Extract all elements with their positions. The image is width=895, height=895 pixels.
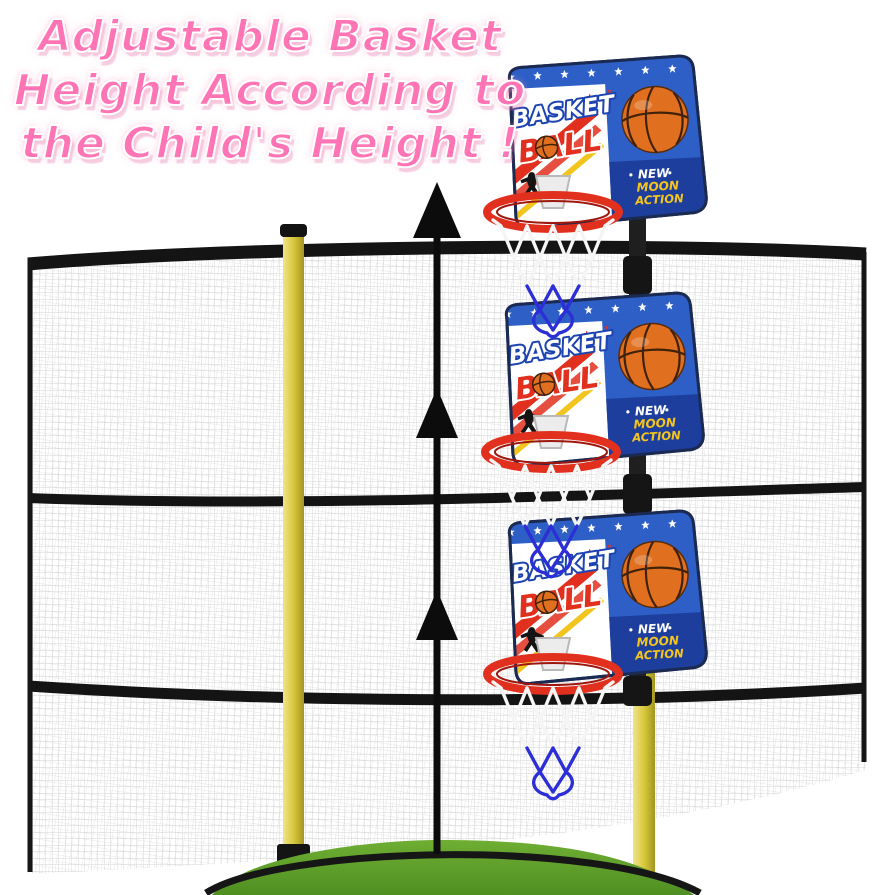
net-middle-band	[27, 482, 867, 507]
mat-frame-edge	[204, 851, 702, 895]
pole-clamp-upper	[623, 256, 652, 294]
headline-line-1: Adjustable Basket	[37, 10, 503, 63]
headline: Adjustable Basket Height According to th…	[0, 10, 540, 171]
mat-surface	[212, 840, 694, 895]
net-bottom-band	[27, 680, 867, 706]
trampoline-mat	[204, 840, 702, 895]
pole-clamp-lower	[623, 676, 652, 706]
left-pole-foam	[283, 234, 304, 846]
pole-clamp-middle	[623, 474, 652, 514]
headline-line-3: the Child's Height !	[20, 117, 520, 170]
left-pole-cap	[280, 224, 307, 237]
arrowhead-top	[413, 182, 461, 238]
net-top-rail	[27, 240, 867, 271]
height-arrow	[413, 182, 461, 854]
headline-line-2: Height According to	[13, 64, 527, 117]
net-mesh-layer-2	[28, 245, 866, 875]
arrowhead-middle	[416, 388, 458, 438]
arrowhead-bottom	[416, 590, 458, 640]
enclosure-net	[27, 240, 867, 875]
